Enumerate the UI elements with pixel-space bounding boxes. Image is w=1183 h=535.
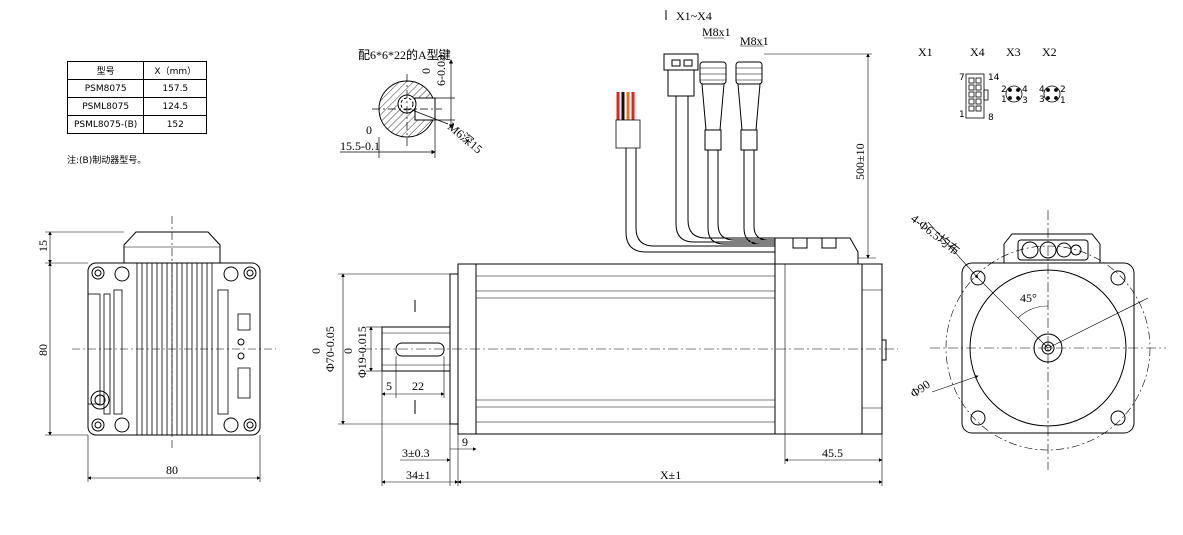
x4-pin-top-right: 14 (988, 73, 1000, 83)
table-row: PSML8075 124.5 (66, 97, 208, 116)
key-tol-value: 6-0.03 (434, 55, 448, 86)
rear-view (45, 216, 276, 482)
x2-pin-c: 3 (1039, 95, 1045, 105)
pin-label-x4: X4 (970, 45, 985, 59)
pin-label-x2: X2 (1042, 45, 1057, 59)
key-label: 配6*6*22的A型键 (358, 47, 451, 62)
rear-width: 80 (166, 463, 178, 477)
shaft-zero: 0 (341, 348, 355, 354)
front-holes: 4-Φ6.5均布 (908, 211, 962, 258)
rear-height: 80 (36, 344, 50, 356)
x2-pin-d: 1 (1060, 96, 1066, 106)
table-row: PSM8075 157.5 (66, 79, 208, 98)
spec-table: 型号 X（mm） PSM8075 157.5 PSML8075 124.5 PS… (66, 61, 208, 134)
shaft-section-view (340, 59, 455, 158)
x-cell: 152 (143, 115, 208, 134)
x1-x4-label: X1~X4 (676, 9, 712, 23)
front-pcd: Φ90 (908, 377, 933, 400)
x-cell: 157.5 (143, 79, 208, 98)
front-view (927, 210, 1166, 470)
flange-thickness: 9 (462, 435, 468, 449)
pin-label-x3: X3 (1006, 45, 1021, 59)
pilot-dim: 3±0.3 (402, 446, 430, 460)
table-row: PSML8075-(B) 152 (66, 115, 208, 134)
pin-label-x1: X1 (918, 45, 933, 59)
x3-pin-d: 3 (1022, 96, 1028, 106)
m8-label-a: M8x1 (702, 25, 731, 39)
x3-pin-b: 4 (1022, 85, 1028, 95)
width-value: 15.5-0.1 (340, 139, 380, 153)
shaft-length: 34±1 (406, 468, 431, 482)
cable-length: 500±10 (853, 143, 867, 180)
body-length: X±1 (660, 468, 681, 482)
shaft-dia: Φ19-0.015 (355, 326, 369, 378)
x4-pin-bottom-right: 8 (988, 113, 994, 123)
width-zero: 0 (366, 123, 372, 137)
x2-pin-a: 4 (1039, 85, 1045, 95)
brake-note: 注:(B)制动器型号。 (67, 156, 147, 166)
flange-dia: Φ70-0.05 (323, 326, 337, 372)
key-length: 22 (412, 379, 424, 393)
side-view (338, 10, 898, 486)
rear-height-top: 15 (36, 240, 50, 252)
flange-zero: 0 (309, 348, 323, 354)
brake-length: 45.5 (822, 446, 843, 460)
x3-pin-a: 2 (1001, 85, 1007, 95)
header-x: X（mm） (143, 61, 208, 80)
x4-pin-top-left: 7 (959, 73, 965, 83)
m8-label-b: M8x1 (740, 34, 769, 48)
thread-label: M6深15 (445, 120, 485, 157)
key-offset: 5 (386, 379, 392, 393)
key-tol-upper: 0 (419, 68, 433, 74)
spec-table-header: 型号 X（mm） (66, 61, 208, 80)
pin-diagrams (965, 73, 1061, 119)
x4-pin-bottom-left: 1 (959, 110, 965, 120)
model-cell: PSML8075 (66, 97, 145, 116)
front-angle: 45° (1020, 291, 1037, 305)
x2-pin-b: 2 (1060, 85, 1066, 95)
model-cell: PSM8075 (66, 79, 145, 98)
x3-pin-c: 1 (1001, 95, 1007, 105)
x-cell: 124.5 (143, 97, 208, 116)
model-cell: PSML8075-(B) (66, 115, 145, 134)
header-model: 型号 (66, 61, 145, 80)
